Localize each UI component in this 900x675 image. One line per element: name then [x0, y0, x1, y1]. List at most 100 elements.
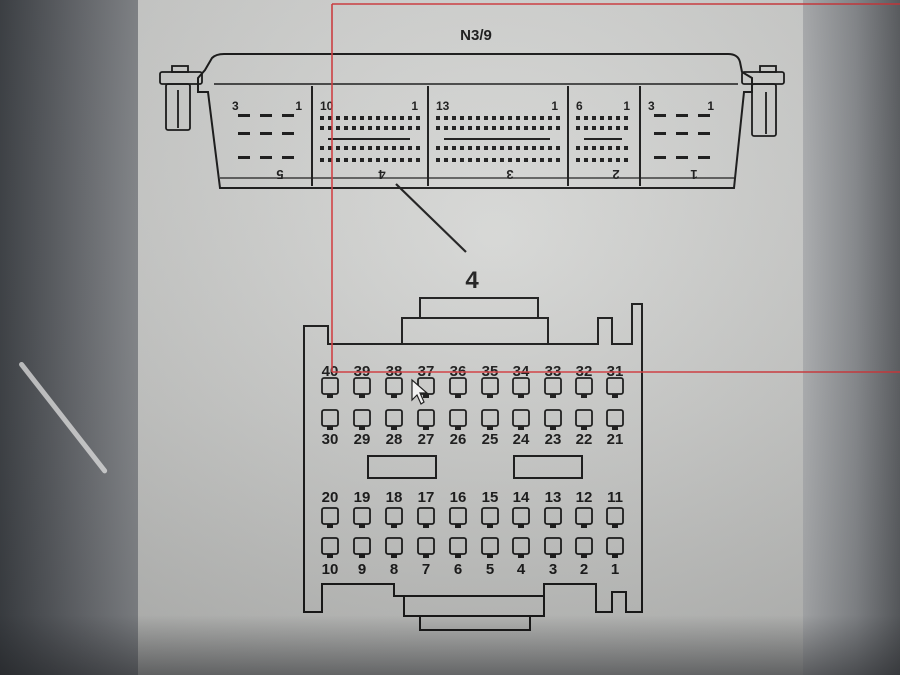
section-number-label: 1	[690, 167, 697, 182]
pin-socket	[481, 537, 499, 555]
pin-socket	[544, 409, 562, 427]
pin-socket-tab	[581, 524, 587, 528]
section-pins	[576, 116, 628, 162]
section-pin-end-label: 1	[411, 99, 418, 113]
pin-socket-tab	[581, 554, 587, 558]
pin-number-label: 19	[354, 489, 371, 506]
pin-socket-tab	[423, 394, 429, 398]
module-housing	[197, 53, 753, 189]
section-number-label: 5	[276, 167, 283, 182]
pin-socket	[575, 409, 593, 427]
pin-number-label: 24	[513, 431, 530, 448]
pin-socket-tab	[391, 394, 397, 398]
diagram-page	[138, 0, 803, 675]
pin-socket	[575, 537, 593, 555]
section-pins	[436, 116, 560, 162]
pin-number-label: 17	[418, 489, 435, 506]
pin-number-label: 8	[390, 561, 398, 578]
pin-socket	[606, 537, 624, 555]
section-dividers	[311, 86, 641, 186]
pin-number-label: 11	[607, 489, 623, 506]
pin-socket	[321, 507, 339, 525]
pin-number-label: 26	[450, 431, 467, 448]
pin-socket-tab	[487, 426, 493, 430]
pin-socket	[481, 507, 499, 525]
pin-socket	[512, 507, 530, 525]
monitor-bezel-bottom	[0, 615, 900, 675]
pin-socket	[544, 377, 562, 395]
pin-number-label: 30	[322, 431, 339, 448]
pin-socket-tab	[359, 524, 365, 528]
pin-socket-tab	[327, 524, 333, 528]
pin-number-label: 15	[482, 489, 499, 506]
pin-number-label: 2	[580, 561, 588, 578]
section-pin-start-label: 6	[576, 99, 583, 113]
pin-socket-tab	[327, 426, 333, 430]
pin-socket	[353, 409, 371, 427]
section-pin-end-label: 1	[623, 99, 630, 113]
pin-socket	[575, 507, 593, 525]
pin-socket-tab	[487, 554, 493, 558]
pin-number-label: 4	[517, 561, 526, 578]
pin-socket-tab	[455, 426, 461, 430]
section-pin-end-label: 1	[295, 99, 302, 113]
pin-socket	[449, 409, 467, 427]
pin-number-label: 9	[358, 561, 366, 578]
pin-socket	[481, 409, 499, 427]
callout-leader-line	[395, 183, 467, 253]
monitor-bezel-right	[790, 0, 900, 675]
pin-socket	[353, 537, 371, 555]
pin-socket-tab	[423, 524, 429, 528]
pin-socket-tab	[455, 554, 461, 558]
pin-socket-tab	[327, 554, 333, 558]
section-pin-start-label: 13	[436, 99, 450, 113]
pin-socket-tab	[518, 394, 524, 398]
pin-number-label: 40	[322, 363, 339, 380]
section-pin-start-label: 3	[232, 99, 239, 113]
pin-socket	[321, 377, 339, 395]
pin-socket	[606, 507, 624, 525]
pin-socket-tab	[487, 524, 493, 528]
pin-socket-tab	[391, 426, 397, 430]
pin-number-label: 12	[576, 489, 593, 506]
pin-socket-tab	[423, 426, 429, 430]
pin-socket	[449, 537, 467, 555]
pin-socket-tab	[581, 426, 587, 430]
pin-socket	[385, 409, 403, 427]
pin-socket-tab	[550, 554, 556, 558]
pin-socket-tab	[455, 524, 461, 528]
callout-label: 4	[465, 267, 479, 294]
pin-socket	[385, 377, 403, 395]
pin-number-label: 25	[482, 431, 499, 448]
pin-socket	[417, 409, 435, 427]
diagram-title: N3/9	[460, 27, 492, 44]
pin-socket-tab	[391, 524, 397, 528]
pin-socket-tab	[423, 554, 429, 558]
pin-socket	[353, 507, 371, 525]
section-pin-end-label: 1	[551, 99, 558, 113]
section-pins	[654, 114, 710, 159]
pin-socket-tab	[359, 394, 365, 398]
section-pins	[238, 114, 294, 159]
pin-socket	[606, 377, 624, 395]
pin-socket-tab	[612, 426, 618, 430]
pin-number-label: 7	[422, 561, 430, 578]
pin-socket-tab	[581, 394, 587, 398]
pin-socket	[606, 409, 624, 427]
overview-section-5: 3 1 5	[232, 99, 302, 182]
section-pins	[320, 116, 420, 162]
pin-number-label: 16	[450, 489, 467, 506]
pin-socket	[575, 377, 593, 395]
pin-socket	[512, 537, 530, 555]
pin-socket-tab	[612, 554, 618, 558]
pin-number-label: 14	[513, 489, 530, 506]
pin-socket	[417, 537, 435, 555]
pin-socket-tab	[518, 554, 524, 558]
pin-socket	[385, 537, 403, 555]
